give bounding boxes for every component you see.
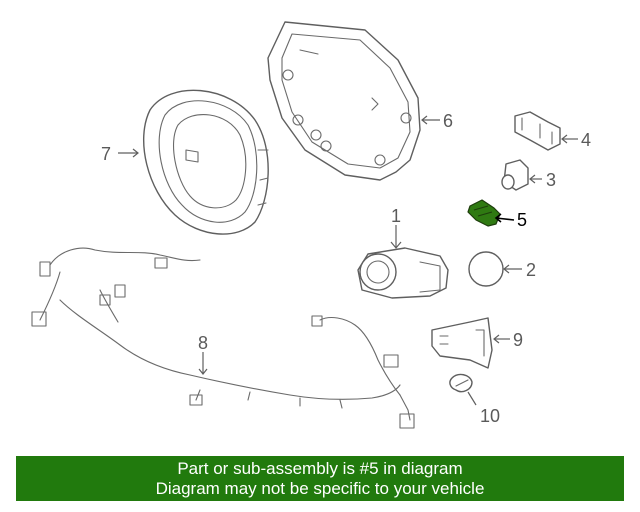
part-5-highlighted[interactable] bbox=[467, 199, 501, 227]
part-6-mounting-plate[interactable] bbox=[267, 21, 421, 181]
callout-6: 6 bbox=[443, 111, 453, 131]
callout-9: 9 bbox=[513, 330, 523, 350]
callout-5: 5 bbox=[517, 210, 527, 230]
leader-lines bbox=[118, 115, 578, 406]
part-4-bracket[interactable] bbox=[514, 111, 561, 151]
part-10-clip[interactable] bbox=[449, 373, 473, 393]
part-7-trim-ring[interactable] bbox=[143, 89, 269, 235]
part-8-wiring-harness[interactable] bbox=[31, 247, 415, 429]
callout-3: 3 bbox=[546, 170, 556, 190]
part-3-sensor[interactable] bbox=[501, 159, 529, 191]
callout-8: 8 bbox=[198, 333, 208, 353]
callout-4: 4 bbox=[581, 130, 591, 150]
info-banner: Part or sub-assembly is #5 in diagram Di… bbox=[16, 456, 624, 501]
parts-diagram: 1 2 3 4 5 6 7 8 9 10 bbox=[31, 21, 591, 429]
callout-7: 7 bbox=[101, 144, 111, 164]
callout-2: 2 bbox=[526, 260, 536, 280]
banner-line-1: Part or sub-assembly is #5 in diagram bbox=[177, 459, 463, 478]
part-2-seal-ring[interactable] bbox=[468, 251, 504, 287]
part-9-bracket[interactable] bbox=[431, 317, 493, 369]
part-1-sensor-body[interactable] bbox=[357, 247, 449, 299]
callout-10: 10 bbox=[480, 406, 500, 426]
banner-line-2: Diagram may not be specific to your vehi… bbox=[155, 479, 485, 498]
callout-1: 1 bbox=[391, 206, 401, 226]
